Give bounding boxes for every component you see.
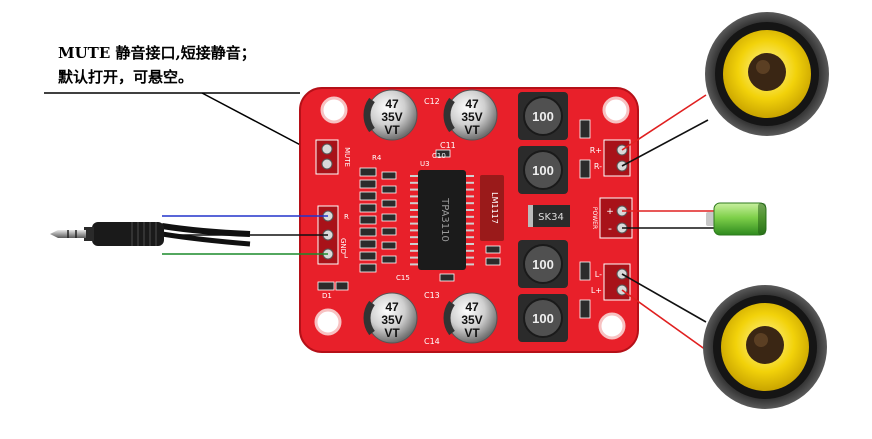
- inductor: 100: [518, 92, 568, 140]
- smd-resistor: [381, 255, 397, 264]
- l-minus-label: L-: [595, 270, 602, 279]
- smd-resistor: [381, 241, 397, 250]
- inductor: 100: [518, 240, 568, 288]
- smd-components: [317, 119, 591, 319]
- smd-resistor: [381, 185, 397, 194]
- inductor-value: 100: [532, 163, 554, 178]
- inductor-value: 100: [532, 257, 554, 272]
- mounting-hole: [320, 96, 348, 124]
- capacitor-c11: 47 35V VT C11: [440, 89, 498, 150]
- capacitor-voltage: 35V: [461, 313, 482, 327]
- smd-resistor: [359, 191, 377, 201]
- smd-resistor: [317, 281, 335, 291]
- capacitor-series: VT: [464, 123, 480, 137]
- regulator-label: LM1117: [490, 192, 499, 224]
- smd-resistor: [359, 263, 377, 273]
- label-c12: C12: [424, 97, 440, 106]
- input-l-label: L: [344, 252, 348, 260]
- r-minus-label: R-: [594, 162, 602, 171]
- mounting-hole: [598, 312, 626, 340]
- inductor: 100: [518, 294, 568, 342]
- label-u3: U3: [420, 160, 430, 168]
- audio-jack-icon: [50, 222, 251, 247]
- label-c15: C15: [396, 274, 410, 282]
- l-plus-label: L+: [591, 286, 602, 295]
- smd-resistor: [381, 171, 397, 180]
- speaker-icon: [703, 285, 827, 409]
- smd-resistor: [381, 199, 397, 208]
- capacitor-series: VT: [384, 326, 400, 340]
- chip-label: TPA3110: [439, 197, 450, 242]
- capacitor-voltage: 35V: [461, 110, 482, 124]
- smd-resistor: [381, 227, 397, 236]
- capacitor-series: VT: [464, 326, 480, 340]
- label-r4: R4: [372, 154, 382, 162]
- capacitor-value: 47: [465, 97, 479, 111]
- smd-resistor: [359, 239, 377, 249]
- smd-resistor: [359, 179, 377, 189]
- label-d1: D1: [322, 292, 332, 300]
- capacitor-c14: 47 35V VT C14: [424, 292, 498, 346]
- power-minus-label: -: [608, 222, 612, 235]
- smd-resistor: [359, 203, 377, 213]
- label-c10: C10: [432, 152, 446, 160]
- inductor: 100: [518, 146, 568, 194]
- capacitor-voltage: 35V: [381, 313, 402, 327]
- capacitor-value: 47: [385, 97, 399, 111]
- power-header: + - POWER: [591, 197, 633, 239]
- smd-resistor: [579, 119, 591, 139]
- input-r-label: R: [344, 213, 349, 221]
- smd-resistor: [579, 261, 591, 281]
- smd-resistor: [359, 227, 377, 237]
- inductor-value: 100: [532, 311, 554, 326]
- mute-header: MUTE: [315, 139, 351, 175]
- diode-sk34: SK34: [528, 205, 570, 227]
- label-c11: C11: [440, 141, 456, 150]
- left-speaker-wire-negative: [621, 273, 707, 323]
- inductor-value: 100: [532, 109, 554, 124]
- smd-resistor: [579, 159, 591, 179]
- diode-label: SK34: [538, 212, 564, 223]
- smd-resistor: [359, 167, 377, 177]
- smd-resistor: [485, 257, 501, 266]
- left-speaker-wire-positive: [621, 289, 707, 351]
- smd-resistor: [359, 251, 377, 261]
- r-plus-label: R+: [590, 146, 602, 155]
- power-plus-label: +: [606, 207, 614, 217]
- speaker-icon: [705, 12, 829, 136]
- annotation-leader: [201, 92, 311, 151]
- smd-resistor: [579, 299, 591, 319]
- capacitor-series: VT: [384, 123, 400, 137]
- smd-resistor: [435, 149, 451, 158]
- mounting-hole: [602, 96, 630, 124]
- capacitor-value: 47: [465, 300, 479, 314]
- mute-annotation-line1: MUTE 静音接口,短接静音；: [58, 44, 256, 62]
- power-label: POWER: [591, 207, 598, 229]
- capacitor-c13: 47 35V VT C13: [363, 291, 440, 344]
- smd-resistor: [381, 213, 397, 222]
- regulator-chip: LM1117: [480, 175, 504, 241]
- amplifier-board: 47 35V VT C12 47 35V VT C11 47 35V VT C1…: [299, 87, 639, 353]
- right-speaker-wire-negative: [621, 119, 709, 167]
- capacitor-voltage: 35V: [381, 110, 402, 124]
- label-c13: C13: [424, 291, 440, 300]
- capacitor-value: 47: [385, 300, 399, 314]
- battery-icon: [706, 202, 767, 236]
- smd-resistor: [439, 273, 455, 282]
- label-c14: C14: [424, 337, 440, 346]
- input-gnd-label: GND: [339, 238, 347, 254]
- amplifier-chip: TPA3110 U3: [410, 160, 474, 270]
- right-speaker-wire-positive: [621, 94, 707, 151]
- mute-annotation-line2: 默认打开，可悬空。: [58, 68, 194, 86]
- smd-resistor: [485, 245, 501, 254]
- capacitor-c12: 47 35V VT C12: [363, 89, 440, 141]
- mute-label: MUTE: [343, 147, 351, 167]
- smd-resistor: [359, 215, 377, 225]
- mounting-hole: [314, 308, 342, 336]
- smd-resistor: [335, 281, 349, 291]
